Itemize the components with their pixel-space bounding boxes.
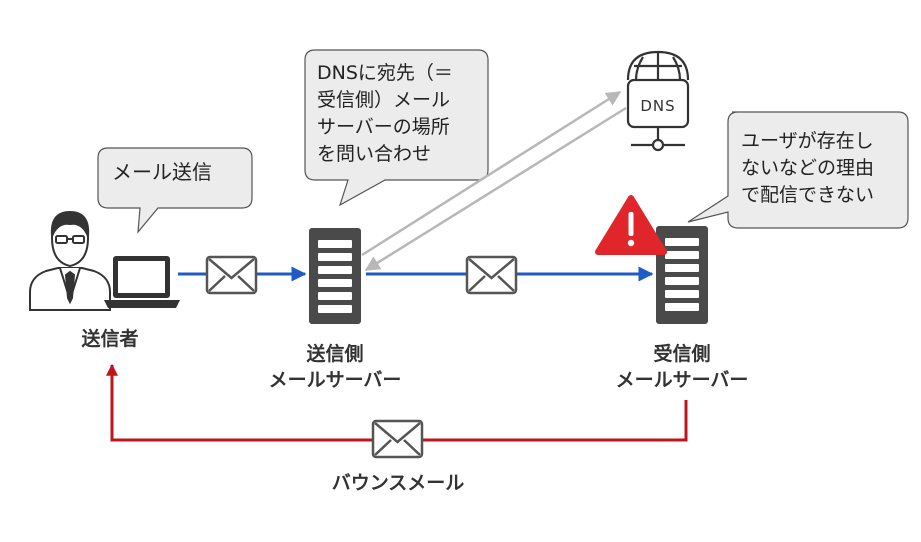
error-line: ないなどの理由 bbox=[741, 157, 875, 179]
dns-response-arrow bbox=[364, 106, 627, 272]
send-bubble bbox=[97, 147, 253, 234]
server-icon bbox=[656, 226, 708, 324]
receiver-server-label: 受信側 メールサーバー bbox=[592, 341, 772, 393]
dns-query-bubble-text: DNSに宛先（＝ 受信側）メール サーバーの場所 を問い合わせ bbox=[317, 60, 453, 168]
sender-server-label: 送信側 メールサーバー bbox=[245, 341, 425, 393]
receiver-server-label-line1: 受信側 bbox=[653, 343, 711, 365]
dns-query-line: サーバーの場所 bbox=[317, 116, 450, 138]
send-bubble-line: メール送信 bbox=[112, 160, 212, 184]
dns-query-arrow bbox=[361, 90, 622, 257]
envelope-icon bbox=[465, 255, 518, 295]
error-line: で配信できない bbox=[741, 184, 875, 206]
sender-server-label-line1: 送信側 bbox=[306, 343, 364, 365]
envelope-icon bbox=[205, 255, 258, 295]
dns-query-line: を問い合わせ bbox=[317, 143, 432, 165]
bounce-mail-label: バウンスメール bbox=[331, 472, 465, 494]
dns-icon-label: DNS bbox=[640, 97, 675, 115]
envelope-icon bbox=[371, 419, 424, 459]
dns-query-line: 受信側）メール bbox=[317, 89, 451, 111]
sender-server-label-line2: メールサーバー bbox=[268, 369, 402, 391]
person-icon bbox=[29, 210, 111, 311]
dns-server-icon bbox=[626, 50, 690, 152]
warning-icon bbox=[595, 195, 667, 255]
dns-query-line: DNSに宛先（＝ bbox=[317, 62, 453, 84]
send-bubble-text: メール送信 bbox=[112, 159, 212, 186]
error-bubble bbox=[687, 111, 909, 229]
receiver-server-label-line2: メールサーバー bbox=[615, 369, 749, 391]
error-line: ユーザが存在し bbox=[741, 130, 874, 152]
error-bubble-text: ユーザが存在し ないなどの理由 で配信できない bbox=[741, 128, 874, 209]
sender-label: 送信者 bbox=[81, 328, 139, 350]
server-icon bbox=[309, 228, 361, 324]
dns-query-bubble bbox=[304, 49, 489, 207]
laptop-icon bbox=[104, 256, 180, 308]
